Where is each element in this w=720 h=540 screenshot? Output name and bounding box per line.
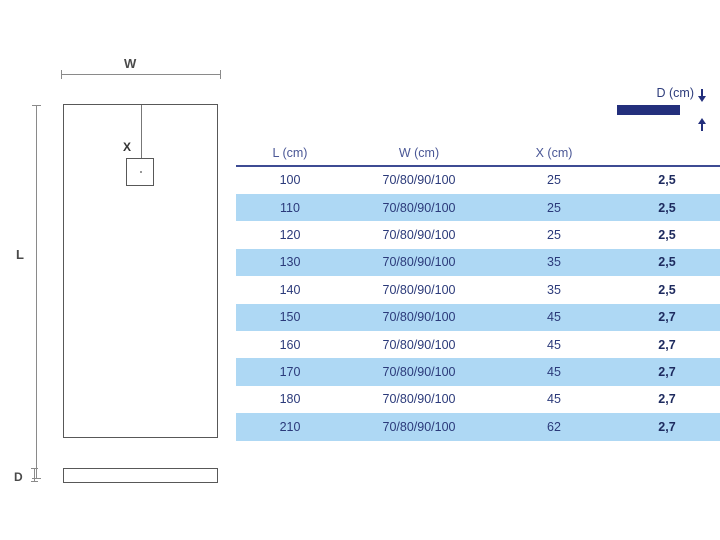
arrow-down-icon — [698, 96, 706, 102]
cell-w: 70/80/90/100 — [382, 310, 456, 325]
width-dimension-cap-left — [61, 70, 62, 79]
cell-d: 2,5 — [658, 255, 676, 270]
table-body: 100 70/80/90/100 25 2,5 110 70/80/90/100 25 2,5… — [236, 167, 720, 441]
cell-d: 2,7 — [658, 310, 676, 325]
width-dimension-label: W — [124, 56, 137, 71]
shower-tray-side-outline — [63, 468, 218, 483]
cell-x: 35 — [547, 255, 561, 270]
cell-x: 45 — [547, 365, 561, 380]
cell-x: 35 — [547, 282, 561, 297]
cell-w: 70/80/90/100 — [382, 337, 456, 352]
table-row: 100 70/80/90/100 25 2,5 — [236, 167, 720, 194]
cell-l: 180 — [279, 392, 301, 407]
cell-d: 2,7 — [658, 365, 676, 380]
column-header-x: X (cm) — [535, 146, 573, 160]
width-dimension-cap-right — [220, 70, 221, 79]
cell-x: 25 — [547, 228, 561, 243]
cell-d: 2,5 — [658, 200, 676, 215]
table-row: 150 70/80/90/100 45 2,7 — [236, 303, 720, 331]
table-row: 160 70/80/90/100 45 2,7 — [236, 331, 720, 358]
cell-d: 2,5 — [658, 173, 676, 188]
table-row: 130 70/80/90/100 35 2,5 — [236, 248, 720, 277]
depth-dimension-cap-top — [31, 468, 38, 469]
cell-w: 70/80/90/100 — [382, 392, 456, 407]
table-row: 140 70/80/90/100 35 2,5 — [236, 276, 720, 303]
cell-x: 62 — [547, 419, 561, 434]
length-dimension-cap-bottom — [32, 478, 41, 479]
depth-dimension-label: D — [14, 470, 23, 484]
depth-header-label: D (cm) — [656, 86, 695, 100]
drain-center-dot — [140, 171, 142, 173]
cell-x: 25 — [547, 173, 561, 188]
cell-w: 70/80/90/100 — [382, 228, 456, 243]
length-dimension-cap-top — [32, 105, 41, 106]
depth-dimension-cap-bottom — [31, 481, 38, 482]
cell-x: 45 — [547, 310, 561, 325]
depth-arrow-down-stem — [701, 89, 703, 97]
depth-arrow-up-stem — [701, 123, 703, 131]
cell-d: 2,7 — [658, 419, 676, 434]
column-header-l: L (cm) — [272, 146, 308, 160]
table-header-rule — [236, 165, 720, 167]
drain-offset-leader-line — [141, 105, 143, 170]
depth-thickness-bar — [617, 105, 680, 115]
cell-l: 160 — [279, 337, 301, 352]
cell-x: 25 — [547, 200, 561, 215]
cell-d: 2,7 — [658, 337, 676, 352]
table-row: 210 70/80/90/100 62 2,7 — [236, 413, 720, 441]
table-row: 110 70/80/90/100 25 2,5 — [236, 193, 720, 222]
depth-dimension-line — [34, 468, 35, 482]
table-row: 180 70/80/90/100 45 2,7 — [236, 386, 720, 413]
table-header-row: L (cm) W (cm) X (cm) — [236, 138, 720, 160]
cell-w: 70/80/90/100 — [382, 173, 456, 188]
length-dimension-label: L — [16, 247, 24, 262]
shower-tray-dimension-diagram: W L X D — [0, 0, 236, 540]
table-row: 170 70/80/90/100 45 2,7 — [236, 358, 720, 386]
cell-w: 70/80/90/100 — [382, 255, 456, 270]
cell-d: 2,5 — [658, 282, 676, 297]
cell-d: 2,7 — [658, 392, 676, 407]
table-row: 120 70/80/90/100 25 2,5 — [236, 221, 720, 248]
cell-x: 45 — [547, 392, 561, 407]
cell-l: 150 — [279, 310, 301, 325]
column-header-w: W (cm) — [398, 146, 440, 160]
cell-w: 70/80/90/100 — [382, 282, 456, 297]
cell-l: 130 — [279, 255, 301, 270]
cell-l: 210 — [279, 419, 301, 434]
cell-l: 170 — [279, 365, 301, 380]
cell-w: 70/80/90/100 — [382, 200, 456, 215]
arrow-up-icon — [698, 118, 706, 124]
depth-header-graphic: D (cm) — [236, 86, 720, 138]
cell-l: 110 — [280, 200, 300, 215]
cell-w: 70/80/90/100 — [382, 365, 456, 380]
cell-w: 70/80/90/100 — [382, 419, 456, 434]
dimensions-spec-table: D (cm) L (cm) W (cm) X (cm) 100 70/80/90/… — [236, 86, 720, 441]
cell-l: 120 — [279, 228, 301, 243]
drain-offset-label: X — [123, 140, 132, 154]
cell-l: 100 — [279, 173, 301, 188]
cell-x: 45 — [547, 337, 561, 352]
length-dimension-line — [36, 105, 37, 479]
cell-l: 140 — [279, 282, 301, 297]
cell-d: 2,5 — [658, 228, 676, 243]
width-dimension-line — [61, 74, 220, 75]
